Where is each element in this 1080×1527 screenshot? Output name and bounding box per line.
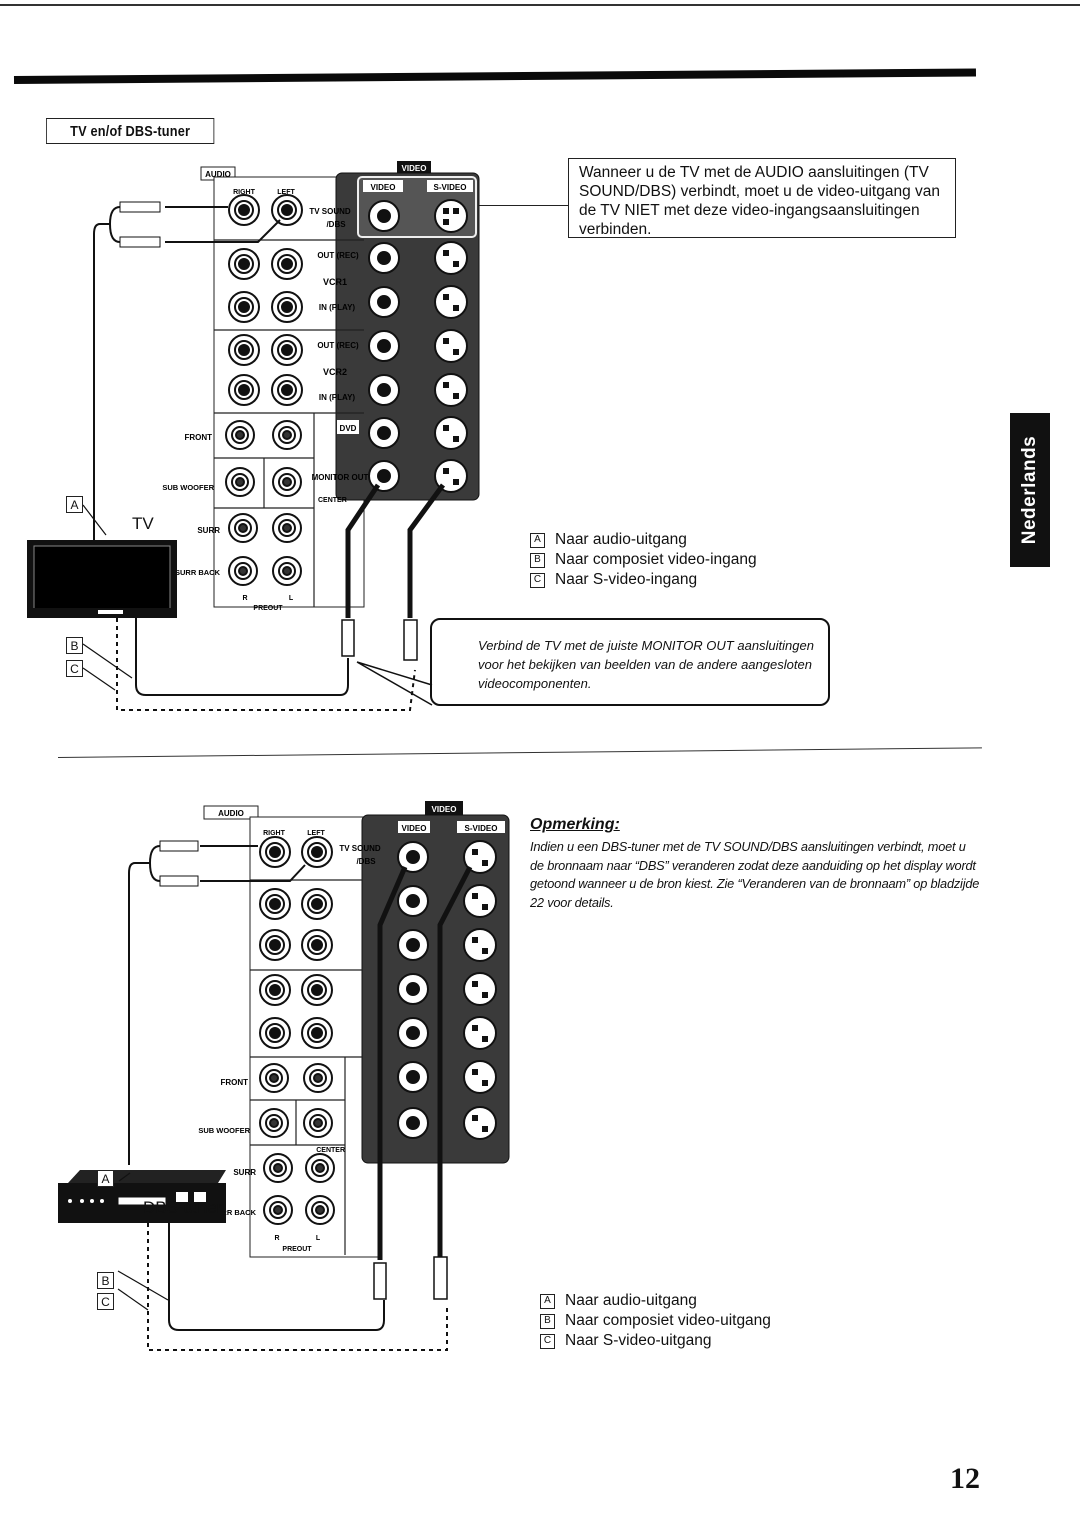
bottom-connection-diagram: AUDIO VIDEO VIDEO S-VIDEO RIGHT LEFT TV …: [58, 801, 510, 1351]
svg-text:/DBS: /DBS: [326, 220, 346, 229]
svg-text:FRONT: FRONT: [184, 433, 212, 442]
svg-text:FRONT: FRONT: [220, 1078, 248, 1087]
top-connection-diagram: AUDIO VIDEO VIDEO S-VIDEO RIGHT LEFT TV …: [27, 161, 480, 711]
svg-text:CENTER: CENTER: [316, 1147, 345, 1154]
svg-text:LEFT: LEFT: [307, 830, 325, 837]
svg-text:VIDEO: VIDEO: [371, 183, 396, 192]
svg-text:OUT (REC): OUT (REC): [317, 341, 359, 350]
svg-text:SURR BACK: SURR BACK: [211, 1208, 257, 1217]
monitor-out-bubble: Verbind de TV met de juiste MONITOR OUT …: [430, 618, 830, 706]
tag-a: A: [97, 1170, 114, 1187]
section-divider: [57, 747, 982, 758]
tag-c: C: [66, 660, 83, 677]
svg-text:SURR BACK: SURR BACK: [175, 568, 221, 577]
header-bar: [13, 68, 977, 84]
svg-text:OUT (REC): OUT (REC): [317, 251, 359, 260]
svg-text:R: R: [242, 595, 247, 602]
svg-text:L: L: [289, 595, 294, 602]
audio-cable: [93, 206, 281, 540]
svg-text:DVD: DVD: [340, 424, 357, 433]
tv-label: TV: [132, 514, 154, 533]
svg-text:PREOUT: PREOUT: [282, 1246, 312, 1253]
svg-text:LEFT: LEFT: [277, 189, 295, 196]
page-top-edge: [0, 4, 1080, 6]
svg-text:VCR1: VCR1: [323, 277, 347, 287]
svg-text:SURR: SURR: [233, 1168, 256, 1177]
section-title: TV en/of DBS-tuner: [46, 118, 215, 144]
svg-text:SUB WOOFER: SUB WOOFER: [162, 483, 214, 492]
svg-text:IN (PLAY): IN (PLAY): [319, 393, 355, 402]
svg-text:S-VIDEO: S-VIDEO: [465, 824, 498, 833]
svg-text:MONITOR OUT: MONITOR OUT: [312, 473, 369, 482]
svg-text:SUB WOOFER: SUB WOOFER: [198, 1126, 250, 1135]
video-label-box: [397, 161, 431, 173]
callout-box: Wanneer u de TV met de AUDIO aansluiting…: [568, 158, 956, 238]
dbs-tuner-icon: [58, 1170, 226, 1223]
tv-icon: [27, 540, 177, 618]
svg-text:VIDEO: VIDEO: [432, 805, 457, 814]
tag-b: B: [66, 637, 83, 654]
note-body: Indien u een DBS-tuner met de TV SOUND/D…: [530, 839, 980, 910]
note-title: Opmerking:: [530, 816, 620, 833]
language-tab: Nederlands: [1010, 413, 1050, 567]
tag-b: B: [97, 1272, 114, 1289]
svg-text:VCR2: VCR2: [323, 367, 347, 377]
svg-text:AUDIO: AUDIO: [218, 809, 244, 818]
audio-jacks: [225, 194, 303, 586]
svg-text:PREOUT: PREOUT: [253, 605, 283, 612]
page-number: 12: [950, 1462, 980, 1495]
video-label: VIDEO: [402, 164, 427, 173]
svg-text:R: R: [274, 1235, 279, 1242]
audio-label: AUDIO: [205, 170, 231, 179]
svg-text:TV SOUND: TV SOUND: [339, 844, 381, 853]
svg-text:S-VIDEO: S-VIDEO: [434, 183, 467, 192]
svg-text:/DBS: /DBS: [356, 857, 376, 866]
svg-text:L: L: [316, 1235, 321, 1242]
dbs-tuner-label: DBS-tuner: [143, 1198, 223, 1217]
svg-text:CENTER: CENTER: [318, 497, 347, 504]
svg-text:RIGHT: RIGHT: [233, 189, 256, 196]
svg-text:VIDEO: VIDEO: [402, 824, 427, 833]
tag-a: A: [66, 496, 83, 513]
svg-text:IN (PLAY): IN (PLAY): [319, 303, 355, 312]
svg-text:TV SOUND: TV SOUND: [309, 207, 351, 216]
tag-c: C: [97, 1293, 114, 1310]
svg-text:RIGHT: RIGHT: [263, 830, 286, 837]
callout-leader-line: [478, 205, 568, 206]
video-jacks: [368, 199, 468, 493]
svg-text:SURR: SURR: [197, 526, 220, 535]
